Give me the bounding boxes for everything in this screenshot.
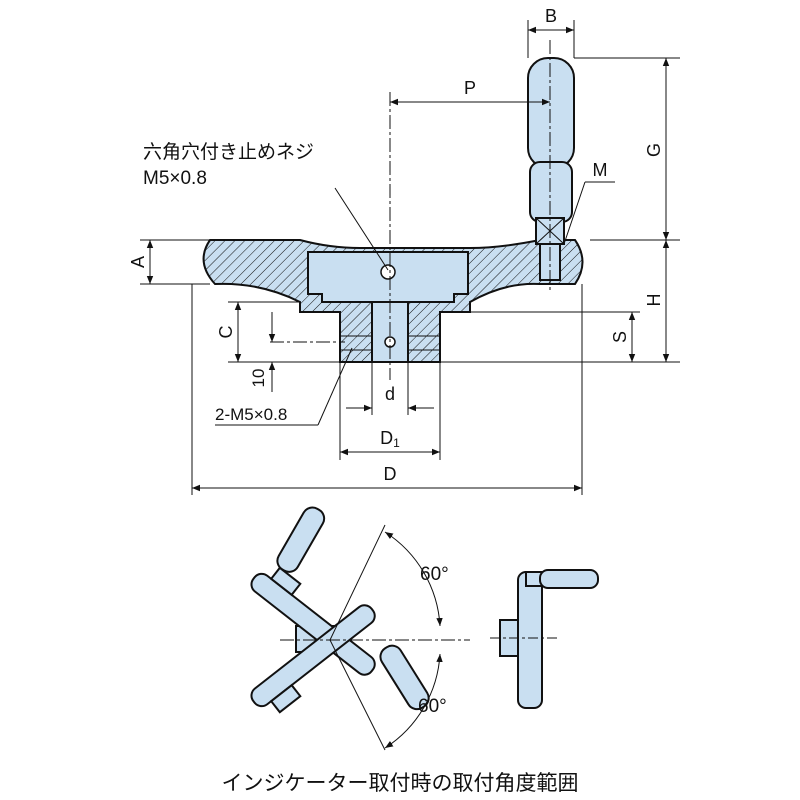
dim-label-a: A <box>128 256 148 268</box>
dim-label-g: G <box>644 143 664 157</box>
angle-range-caption: インジケーター取付時の取付角度範囲 <box>222 771 579 795</box>
angle-lower: 60° <box>418 696 447 717</box>
angle-range-view: 60° 60° インジケーター取付時の取付角度範囲 <box>222 506 599 795</box>
dim-label-d-small: d <box>385 384 395 404</box>
set-screw-note-line1: 六角穴付き止めネジ <box>143 141 314 163</box>
dim-label-b: B <box>545 6 557 26</box>
dim-label-d1: D1 <box>380 428 400 450</box>
dim-label-10: 10 <box>249 369 268 388</box>
revolving-handle <box>527 57 575 281</box>
angle-upper: 60° <box>420 564 449 585</box>
dim-label-h: H <box>644 294 664 307</box>
set-screw-note-line2: M5×0.8 <box>143 168 207 189</box>
tap-note: 2-M5×0.8 <box>215 405 287 424</box>
dim-label-c: C <box>216 326 236 339</box>
dim-label-m: M <box>593 160 608 180</box>
dimensions: B P G H S M A C 10 <box>128 6 680 495</box>
side-view-wheel <box>490 569 599 709</box>
dim-label-s: S <box>610 331 630 343</box>
set-screw-hole <box>380 264 396 280</box>
dim-label-p: P <box>464 78 476 98</box>
dim-label-d: D <box>384 464 397 484</box>
handwheel-section-view <box>202 40 584 380</box>
